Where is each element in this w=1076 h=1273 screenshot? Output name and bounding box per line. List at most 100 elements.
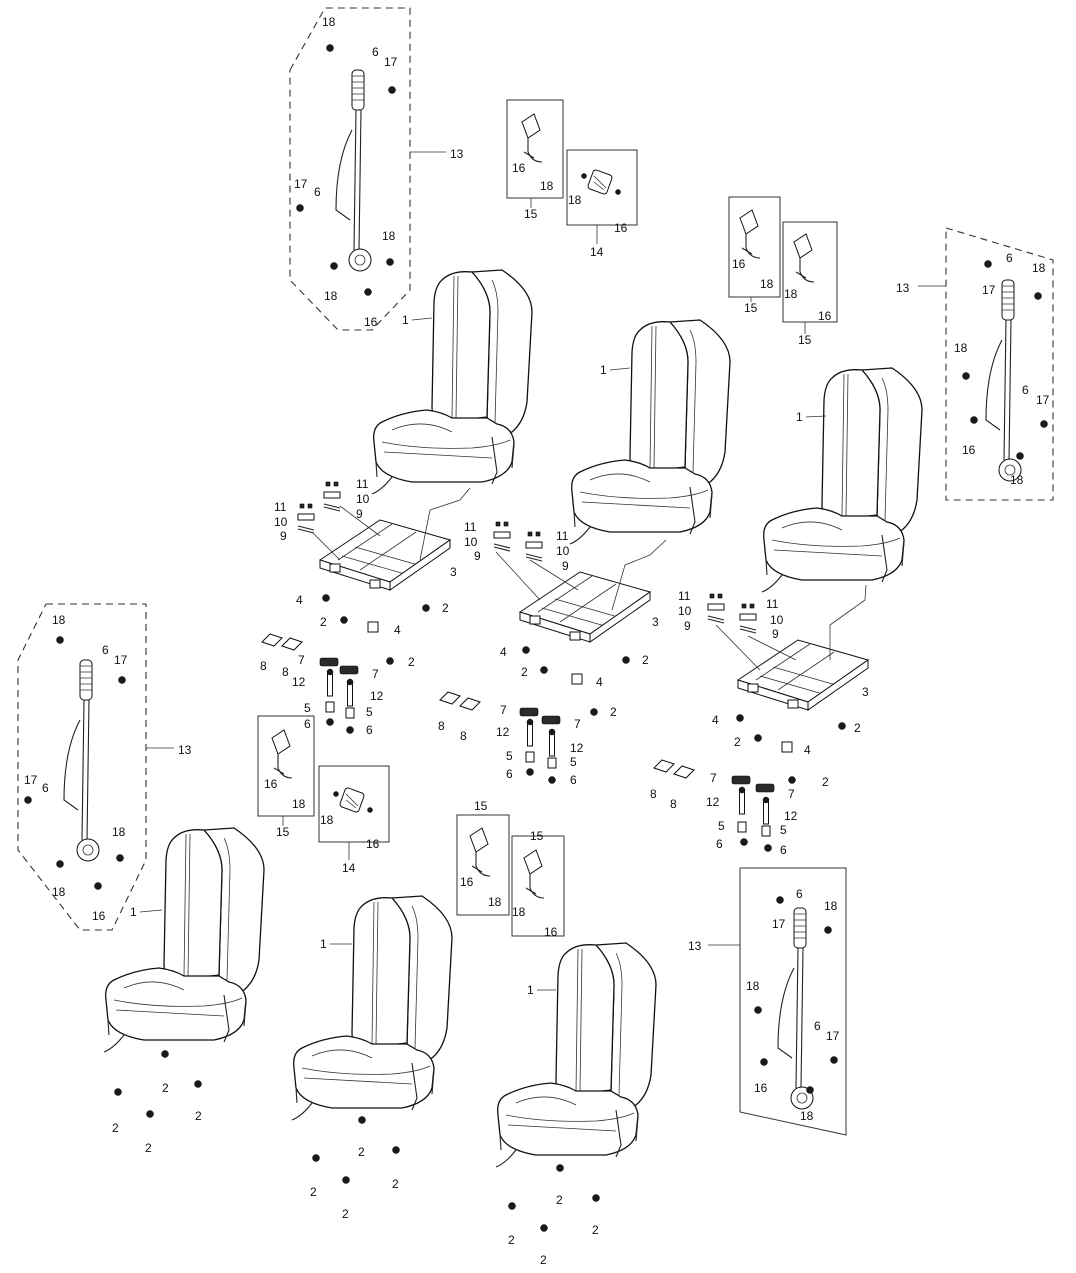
callout-10: 10	[464, 535, 478, 549]
callout-2: 2	[112, 1121, 119, 1135]
callout-7: 7	[298, 653, 305, 667]
callout-16: 16	[364, 315, 378, 329]
rail-plate-b	[519, 571, 651, 643]
callout-18: 18	[52, 885, 66, 899]
anchor-box-left	[318, 765, 390, 843]
callout-7: 7	[500, 703, 507, 717]
callout-18: 18	[568, 193, 582, 207]
bracket-8d	[459, 697, 481, 711]
callout-17: 17	[114, 653, 128, 667]
callout-10: 10	[274, 515, 288, 529]
callout-1: 1	[130, 905, 137, 919]
callout-7: 7	[710, 771, 717, 785]
callout-2: 2	[320, 615, 327, 629]
callout-8: 8	[282, 665, 289, 679]
callout-18: 18	[784, 287, 798, 301]
seat-1e	[291, 895, 453, 1121]
seat-1f	[495, 942, 657, 1168]
callout-12: 12	[706, 795, 720, 809]
callout-11: 11	[464, 520, 477, 534]
callout-13: 13	[450, 147, 464, 161]
callout-2: 2	[540, 1253, 547, 1267]
callout-2: 2	[592, 1223, 599, 1237]
callout-2: 2	[734, 735, 741, 749]
callout-11: 11	[356, 477, 369, 491]
callout-16: 16	[512, 161, 526, 175]
callout-15: 15	[530, 829, 544, 843]
callout-18: 18	[1032, 261, 1046, 275]
callout-2: 2	[358, 1145, 365, 1159]
clip-group-b2	[525, 531, 543, 562]
callout-2: 2	[822, 775, 829, 789]
buckle-box-right-1	[728, 196, 781, 298]
callout-17: 17	[1036, 393, 1050, 407]
callout-18: 18	[322, 15, 336, 29]
callout-16: 16	[366, 837, 380, 851]
callout-2: 2	[610, 705, 617, 719]
rail-plate-a	[319, 519, 451, 591]
callout-14: 14	[342, 861, 356, 875]
callout-17: 17	[826, 1029, 840, 1043]
callout-12: 12	[570, 741, 584, 755]
bolt-12f	[762, 796, 770, 825]
callout-1: 1	[527, 983, 534, 997]
callout-5: 5	[570, 755, 577, 769]
clip-group-a2	[297, 503, 315, 534]
bolt-12a	[326, 668, 334, 697]
bracket-8c	[439, 691, 461, 705]
callout-5: 5	[780, 823, 787, 837]
callout-5: 5	[718, 819, 725, 833]
belt-assembly-left	[63, 659, 100, 862]
callout-14: 14	[590, 245, 604, 259]
callout-10: 10	[556, 544, 570, 558]
callout-16: 16	[264, 777, 278, 791]
callout-18: 18	[954, 341, 968, 355]
callout-9: 9	[772, 627, 779, 641]
callout-16: 16	[732, 257, 746, 271]
callout-4: 4	[596, 675, 603, 689]
callout-2: 2	[342, 1207, 349, 1221]
callout-9: 9	[562, 559, 569, 573]
callout-6: 6	[570, 773, 577, 787]
callout-9: 9	[684, 619, 691, 633]
callout-5: 5	[366, 705, 373, 719]
callout-16: 16	[818, 309, 832, 323]
buckle-box-left	[257, 715, 315, 817]
callout-13: 13	[688, 939, 702, 953]
callout-9: 9	[474, 549, 481, 563]
callout-2: 2	[392, 1177, 399, 1191]
callout-6: 6	[304, 717, 311, 731]
callout-6: 6	[1006, 251, 1013, 265]
callout-4: 4	[500, 645, 507, 659]
callout-18: 18	[540, 179, 554, 193]
belt-assembly-right	[985, 279, 1022, 482]
callout-18: 18	[760, 277, 774, 291]
clip-group-c1	[707, 593, 725, 624]
callout-13: 13	[896, 281, 910, 295]
seat-1b	[569, 319, 731, 545]
seat-1c	[761, 367, 923, 593]
callout-7: 7	[788, 787, 795, 801]
callout-5: 5	[304, 701, 311, 715]
callout-13: 13	[178, 743, 192, 757]
callout-6: 6	[372, 45, 379, 59]
callout-2: 2	[642, 653, 649, 667]
bracket-8a	[261, 633, 283, 647]
callout-3: 3	[862, 685, 869, 699]
callout-4: 4	[394, 623, 401, 637]
callout-8: 8	[260, 659, 267, 673]
callout-17: 17	[982, 283, 996, 297]
callout-6: 6	[796, 887, 803, 901]
callout-11: 11	[678, 589, 691, 603]
callout-7: 7	[372, 667, 379, 681]
callout-17: 17	[294, 177, 308, 191]
callout-16: 16	[754, 1081, 768, 1095]
clip-group-c2	[739, 603, 757, 634]
callout-2: 2	[195, 1109, 202, 1123]
bolt-12e	[738, 786, 746, 815]
callout-16: 16	[962, 443, 976, 457]
callout-3: 3	[652, 615, 659, 629]
callout-17: 17	[24, 773, 38, 787]
callout-2: 2	[854, 721, 861, 735]
